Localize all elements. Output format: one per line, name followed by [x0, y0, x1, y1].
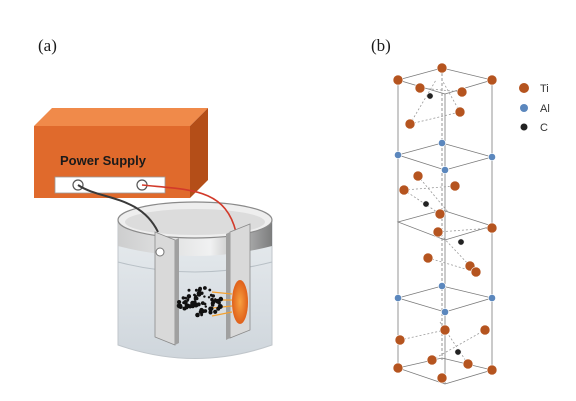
- ti-atom: [398, 184, 410, 196]
- particle: [210, 306, 214, 311]
- particle: [178, 304, 183, 309]
- particle: [211, 294, 215, 298]
- ti-atom: [479, 324, 491, 336]
- ti-atom: [486, 364, 498, 376]
- particle: [177, 300, 182, 305]
- legend-al-label: Al: [540, 103, 550, 115]
- ti-atom: [432, 226, 444, 238]
- particle: [218, 296, 224, 302]
- particle: [190, 304, 195, 309]
- c-atom: [457, 238, 465, 246]
- particle: [181, 296, 185, 300]
- al-atom: [438, 139, 446, 147]
- particle: [210, 303, 215, 307]
- atoms: [392, 62, 498, 384]
- ti-atom: [439, 324, 451, 336]
- ti-atom: [412, 170, 424, 182]
- particle: [200, 313, 204, 317]
- particle: [207, 296, 211, 299]
- al-atom: [488, 153, 496, 161]
- ti-atom: [486, 222, 498, 234]
- al-atom: [394, 294, 402, 302]
- particle: [208, 288, 212, 292]
- ti-atom: [392, 362, 404, 374]
- al-atom: [441, 308, 449, 316]
- ti-atom: [436, 372, 448, 384]
- legend-ti-marker: [519, 83, 529, 93]
- particle-cluster: [176, 286, 224, 318]
- particle: [203, 302, 207, 306]
- ti-atom: [394, 334, 406, 346]
- particle: [186, 294, 192, 299]
- ti-atom: [392, 74, 404, 86]
- legend-ti-label: Ti: [540, 83, 549, 95]
- legend-al-marker: [520, 104, 528, 112]
- terminal-strip: [54, 176, 166, 194]
- ti-atom: [436, 62, 448, 74]
- particle: [213, 309, 218, 314]
- particle: [217, 307, 221, 311]
- ti-atom: [404, 118, 416, 130]
- particle: [208, 310, 213, 315]
- ti-atom: [456, 86, 468, 98]
- ti-atom: [486, 74, 498, 86]
- ti-atom: [449, 180, 461, 192]
- ti-atom: [434, 208, 446, 220]
- particle: [203, 286, 207, 290]
- ti-atom: [462, 358, 474, 370]
- ti-atom: [454, 106, 466, 118]
- particle: [184, 305, 189, 310]
- particle: [204, 305, 207, 308]
- particle: [214, 298, 217, 301]
- al-atom: [394, 151, 402, 159]
- ti-atom: [426, 354, 438, 366]
- electrode-left: [154, 231, 179, 346]
- c-atom: [426, 92, 434, 100]
- ti-atom: [470, 266, 482, 278]
- ti-atom: [414, 82, 426, 94]
- particle: [193, 297, 198, 301]
- power-supply-label: Power Supply: [60, 153, 147, 168]
- plasma-glow: [232, 280, 248, 324]
- clip-left: [155, 247, 165, 257]
- particle: [199, 307, 204, 313]
- crystal-structure: [396, 67, 494, 385]
- legend: Ti Al C: [519, 83, 550, 134]
- particle: [187, 288, 191, 292]
- panel-b-label: (b): [371, 36, 391, 55]
- ti-atom: [422, 252, 434, 264]
- legend-c-label: C: [540, 122, 548, 134]
- particle: [203, 295, 206, 298]
- liquid-surface: [117, 261, 273, 273]
- particle: [196, 302, 201, 307]
- power-supply-side: [190, 108, 208, 198]
- particle: [195, 312, 200, 318]
- electrode-right: [226, 223, 251, 340]
- particle: [198, 286, 203, 291]
- al-atom: [488, 294, 496, 302]
- legend-c-marker: [520, 123, 528, 131]
- particle: [184, 296, 188, 300]
- particle: [216, 299, 220, 303]
- particle: [194, 288, 198, 292]
- particle: [186, 299, 189, 302]
- red-wire: [141, 184, 237, 233]
- black-wire: [77, 184, 159, 233]
- power-supply: Power Supply: [34, 108, 208, 198]
- power-supply-top: [34, 108, 208, 126]
- c-atom: [422, 200, 430, 208]
- particle: [196, 290, 202, 296]
- c-atom: [454, 348, 462, 356]
- al-atom: [441, 166, 449, 174]
- particle: [194, 295, 198, 298]
- al-atom: [438, 282, 446, 290]
- particle: [183, 300, 188, 305]
- panel-a-label: (a): [38, 36, 57, 55]
